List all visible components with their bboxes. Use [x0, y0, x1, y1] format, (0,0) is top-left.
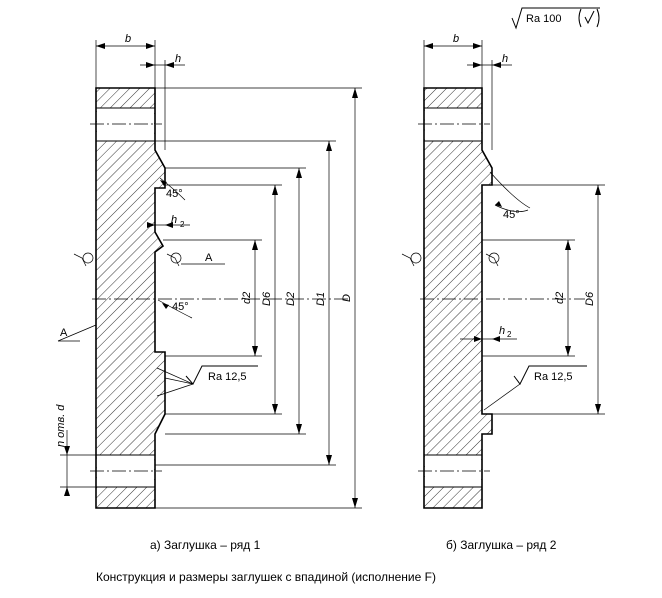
view-b-angle: 45°: [503, 209, 520, 221]
view-a-flange-body: [95, 87, 166, 509]
view-b-dim-b: b: [453, 33, 459, 45]
view-a-holes-label: n отв. d: [55, 404, 67, 447]
view-a-blank-drawing: D D1 D2 D6 d2 b h h 45° 45° A: [55, 33, 362, 509]
view-a-dim-h2: h: [171, 214, 177, 226]
view-b-dim-d2: d2: [554, 292, 566, 304]
general-roughness-symbol: Ra 100: [511, 7, 600, 30]
view-a-dim-b: b: [125, 33, 131, 45]
view-b-flange-body: [423, 87, 493, 509]
general-roughness-label: Ra 100: [526, 13, 561, 25]
view-a-dim-D1: D1: [315, 292, 327, 306]
view-a-caption: а) Заглушка – ряд 1: [150, 538, 261, 552]
view-a-dim-D6: D6: [261, 291, 273, 306]
view-b-caption: б) Заглушка – ряд 2: [446, 538, 557, 552]
view-a-angle-1: 45°: [166, 188, 183, 200]
subscript-marks: 2 2: [180, 220, 512, 339]
view-a-dim-D: D: [341, 294, 353, 302]
svg-text:2: 2: [507, 330, 512, 339]
view-a-angle-2: 45°: [172, 301, 189, 313]
view-a-dim-D2: D2: [285, 292, 297, 306]
view-b-dim-h2: h: [499, 325, 505, 337]
view-a-bolt-hole-top: [97, 108, 154, 141]
view-b-blank-drawing: D6 d2 b h 45° h Ra 12,5: [401, 33, 605, 509]
svg-text:2: 2: [180, 220, 185, 229]
view-a-section-mark-left: A: [60, 327, 68, 339]
view-a-section-mark-top: A: [205, 252, 213, 264]
view-a-roughness-label: Ra 12,5: [208, 371, 247, 383]
view-b-dim-D6: D6: [584, 291, 596, 306]
figure-title: Конструкция и размеры заглушек с впадино…: [96, 570, 436, 584]
view-b-roughness-label: Ra 12,5: [534, 371, 573, 383]
view-b-dim-h: h: [502, 53, 508, 65]
view-a-dim-h: h: [175, 53, 181, 65]
view-a-dim-d2: d2: [241, 292, 253, 304]
